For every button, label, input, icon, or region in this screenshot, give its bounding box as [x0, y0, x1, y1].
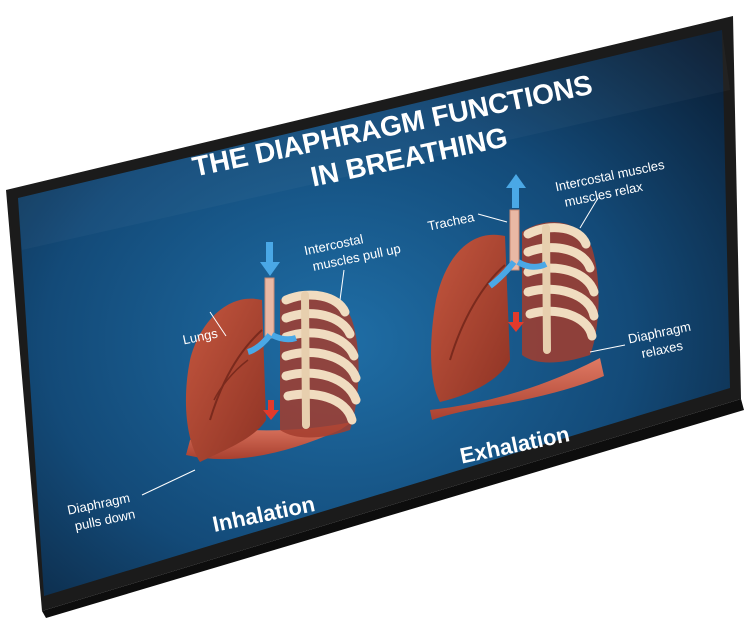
- exhalation-down-arrow: [508, 312, 524, 332]
- label-pointers: [141, 197, 626, 496]
- exhalation-ribcage: [522, 222, 599, 363]
- poster-content: THE DIAPHRAGM FUNCTIONS IN BREATHING: [66, 69, 692, 537]
- exhalation-diaphragm: [430, 358, 604, 420]
- inhalation-trachea: [264, 277, 275, 339]
- exhalation-illustration: [430, 174, 604, 420]
- inhalation-down-arrow: [263, 400, 279, 420]
- inhalation-ribcage: [280, 290, 361, 438]
- exhalation-air-arrow: [488, 174, 548, 289]
- inhalation-air-arrow: [247, 242, 297, 355]
- inhalation-illustration: [185, 242, 361, 462]
- exhalation-trachea: [509, 209, 520, 271]
- label-lungs: Lungs: [181, 325, 219, 347]
